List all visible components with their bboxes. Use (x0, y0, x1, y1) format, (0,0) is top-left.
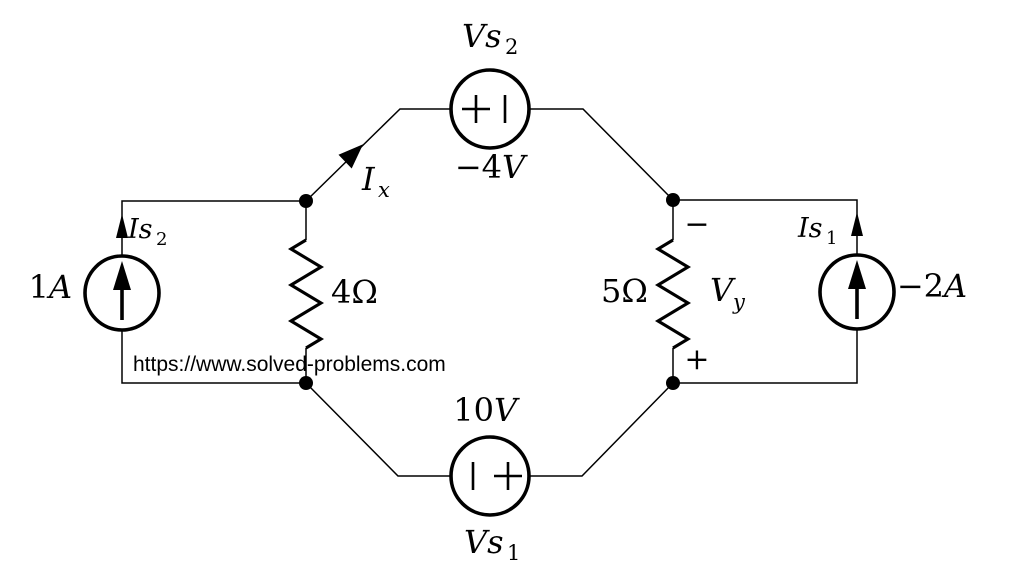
vs1-name-subscript: 1 (507, 541, 520, 565)
current-source-circle (83, 254, 161, 332)
is2-label: Is (127, 214, 153, 245)
junction-node (666, 193, 680, 207)
resistor-zigzag (654, 238, 692, 350)
current-source-is1: Is 1 −2 A (797, 212, 967, 331)
resistor-4ohm-value: 4Ω (331, 273, 378, 311)
is2-value-number: 1 (29, 268, 49, 306)
wire-vs2-to-top-node (529, 108, 674, 201)
ix-current-marker: I x (338, 144, 390, 202)
resistor-5ohm: 5Ω − + V y (601, 200, 746, 383)
is1-label-subscript: 1 (826, 228, 837, 249)
wire-bottom-left (121, 330, 306, 384)
ix-label: I (361, 160, 376, 198)
junction-node (299, 194, 313, 208)
watermark-url: https://www.solved-problems.com (133, 353, 446, 376)
junction-nodes (299, 193, 680, 390)
resistor-4ohm: 4Ω (287, 201, 378, 383)
wires (121, 108, 858, 477)
current-source-circle (818, 253, 896, 331)
voltage-source-vs1: 10 V Vs 1 (449, 391, 531, 565)
wire-vs1-to-bottom-node (529, 382, 674, 477)
vy-label: V (710, 271, 736, 309)
current-arrow-icon (113, 261, 131, 320)
vy-minus-sign: − (684, 207, 709, 242)
is1-direction-arrow-icon (851, 212, 863, 236)
voltage-source-circle (449, 435, 531, 517)
wire-to-vs2-left (305, 108, 451, 202)
wire-bottom-right (673, 329, 858, 384)
vy-plus-sign: + (684, 342, 709, 377)
is2-label-subscript: 2 (156, 229, 167, 250)
vs2-name-label: Vs (462, 17, 502, 55)
ix-direction-arrow-icon (338, 144, 364, 169)
is2-direction-arrow-icon (116, 214, 128, 238)
is1-value-unit: A (941, 267, 967, 305)
resistor-5ohm-value: 5Ω (601, 272, 648, 310)
current-source-is2: Is 2 1 A (29, 214, 167, 332)
current-arrow-icon (848, 260, 866, 319)
vs2-name-subscript: 2 (505, 35, 518, 59)
vs2-value-number: −4 (455, 148, 502, 186)
plus-terminal-icon (462, 95, 490, 123)
resistor-zigzag (287, 238, 325, 350)
is1-label: Is (797, 213, 823, 244)
wire-to-vs1-left (305, 382, 451, 477)
vs1-value-unit: V (494, 391, 520, 429)
wire-top-right (673, 199, 858, 255)
voltage-source-circle (449, 68, 531, 150)
vs2-value-unit: V (502, 148, 528, 186)
is1-value-number: −2 (897, 267, 944, 305)
is2-value-unit: A (46, 268, 72, 306)
vs1-name-label: Vs (464, 523, 504, 561)
voltage-source-vs2: Vs 2 −4 V (449, 17, 531, 186)
junction-node (299, 376, 313, 390)
plus-terminal-icon (494, 462, 522, 490)
vs1-value-number: 10 (453, 391, 494, 429)
junction-node (666, 376, 680, 390)
vy-label-subscript: y (732, 290, 746, 314)
ix-label-subscript: x (378, 178, 390, 202)
